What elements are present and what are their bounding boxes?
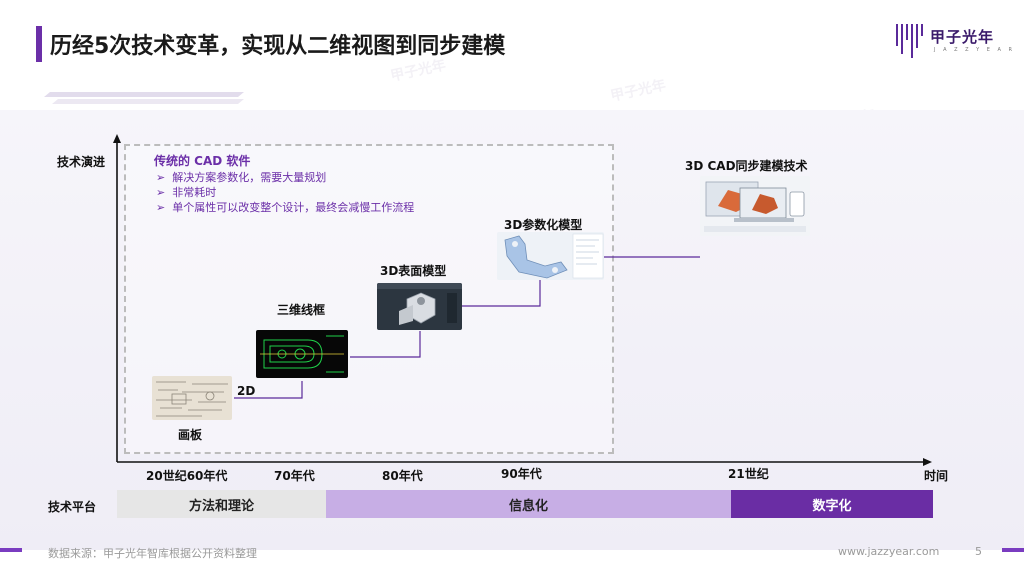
stage-label-parametric: 3D参数化模型 xyxy=(504,216,582,233)
stage-label-wireframe: 三维线框 xyxy=(277,301,325,318)
sync-modeling-image xyxy=(700,176,810,236)
stage-label-2d: 2D xyxy=(237,384,255,398)
footer-url[interactable]: www.jazzyear.com xyxy=(838,545,939,558)
platform-label: 技术平台 xyxy=(48,498,96,515)
parametric-model-image xyxy=(497,232,604,280)
timeline-label: 70年代 xyxy=(274,467,315,484)
platform-segment-informatization: 信息化 xyxy=(326,490,731,518)
stage-label-drawing-board: 画板 xyxy=(178,426,202,443)
wireframe-image xyxy=(256,330,348,378)
x-axis-label: 时间 xyxy=(924,467,948,484)
stage-label-surface: 3D表面模型 xyxy=(380,262,446,279)
footer-source: 数据来源：甲子光年智库根据公开资料整理 xyxy=(48,545,257,561)
surface-model-image xyxy=(377,283,462,330)
timeline-label: 90年代 xyxy=(501,465,542,482)
timeline-label: 21世纪 xyxy=(728,465,769,482)
page-number: 5 xyxy=(975,545,982,558)
timeline-label: 80年代 xyxy=(382,467,423,484)
timeline-label: 20世纪60年代 xyxy=(146,467,227,484)
platform-segment-digitalization: 数字化 xyxy=(731,490,933,518)
footer-accent-right xyxy=(1002,548,1024,552)
y-axis-label: 技术演进 xyxy=(57,153,105,170)
footer-accent-left xyxy=(0,548,22,552)
drawing-board-image xyxy=(152,376,232,420)
platform-segment-theory: 方法和理论 xyxy=(117,490,326,518)
stage-label-sync: 3D CAD同步建模技术 xyxy=(685,157,808,174)
